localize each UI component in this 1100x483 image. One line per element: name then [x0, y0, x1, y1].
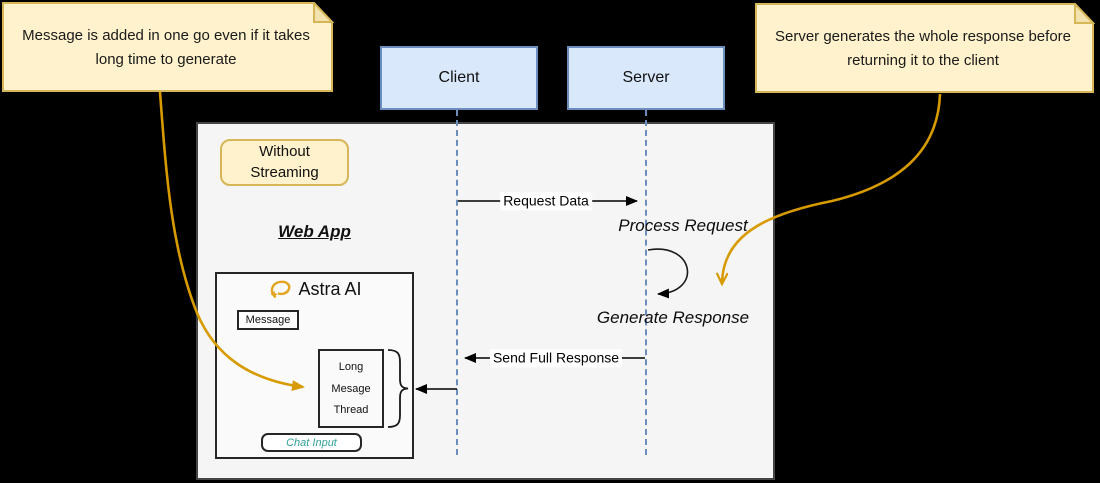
folded-corner-icon [313, 2, 334, 23]
client-actor-box: Client [380, 46, 538, 110]
thread-line: Mesage [331, 382, 371, 395]
message-chip: Message [237, 310, 299, 330]
chat-input-box: Chat Input [261, 433, 362, 452]
frame-title-badge: Without Streaming [220, 139, 349, 186]
client-lifeline [456, 110, 458, 455]
folded-corner-icon [1074, 3, 1095, 24]
note-right-text: Server generates the whole response befo… [774, 27, 1071, 69]
app-name-label: Astra AI [298, 278, 362, 299]
request-data-label: Request Data [500, 192, 592, 210]
client-label: Client [438, 69, 480, 86]
server-label: Server [622, 69, 670, 86]
note-shape [755, 3, 1095, 93]
server-actor-box: Server [567, 46, 725, 110]
note-left-text: Message is added in one go even if it ta… [22, 26, 310, 68]
frame-title-text: Without Streaming [250, 143, 319, 181]
server-lifeline [645, 110, 647, 455]
chat-input-label: Chat Input [286, 436, 337, 449]
message-chip-label: Message [245, 314, 291, 326]
annotation-note-right: Server generates the whole response befo… [755, 3, 1095, 94]
annotation-note-left: Message is added in one go even if it ta… [2, 2, 334, 93]
process-request-label: Process Request [618, 216, 748, 235]
send-full-response-label: Send Full Response [489, 349, 623, 367]
astra-ai-swoosh-star-icon [270, 280, 291, 299]
generate-response-label: Generate Response [596, 308, 750, 327]
note-shape [2, 2, 334, 92]
long-message-thread-box: Long Mesage Thread [318, 349, 384, 428]
web-app-header: Astra AI [215, 276, 414, 302]
thread-line: Long [338, 360, 364, 373]
thread-line: Thread [333, 404, 369, 417]
web-app-title: Web App [278, 222, 351, 241]
